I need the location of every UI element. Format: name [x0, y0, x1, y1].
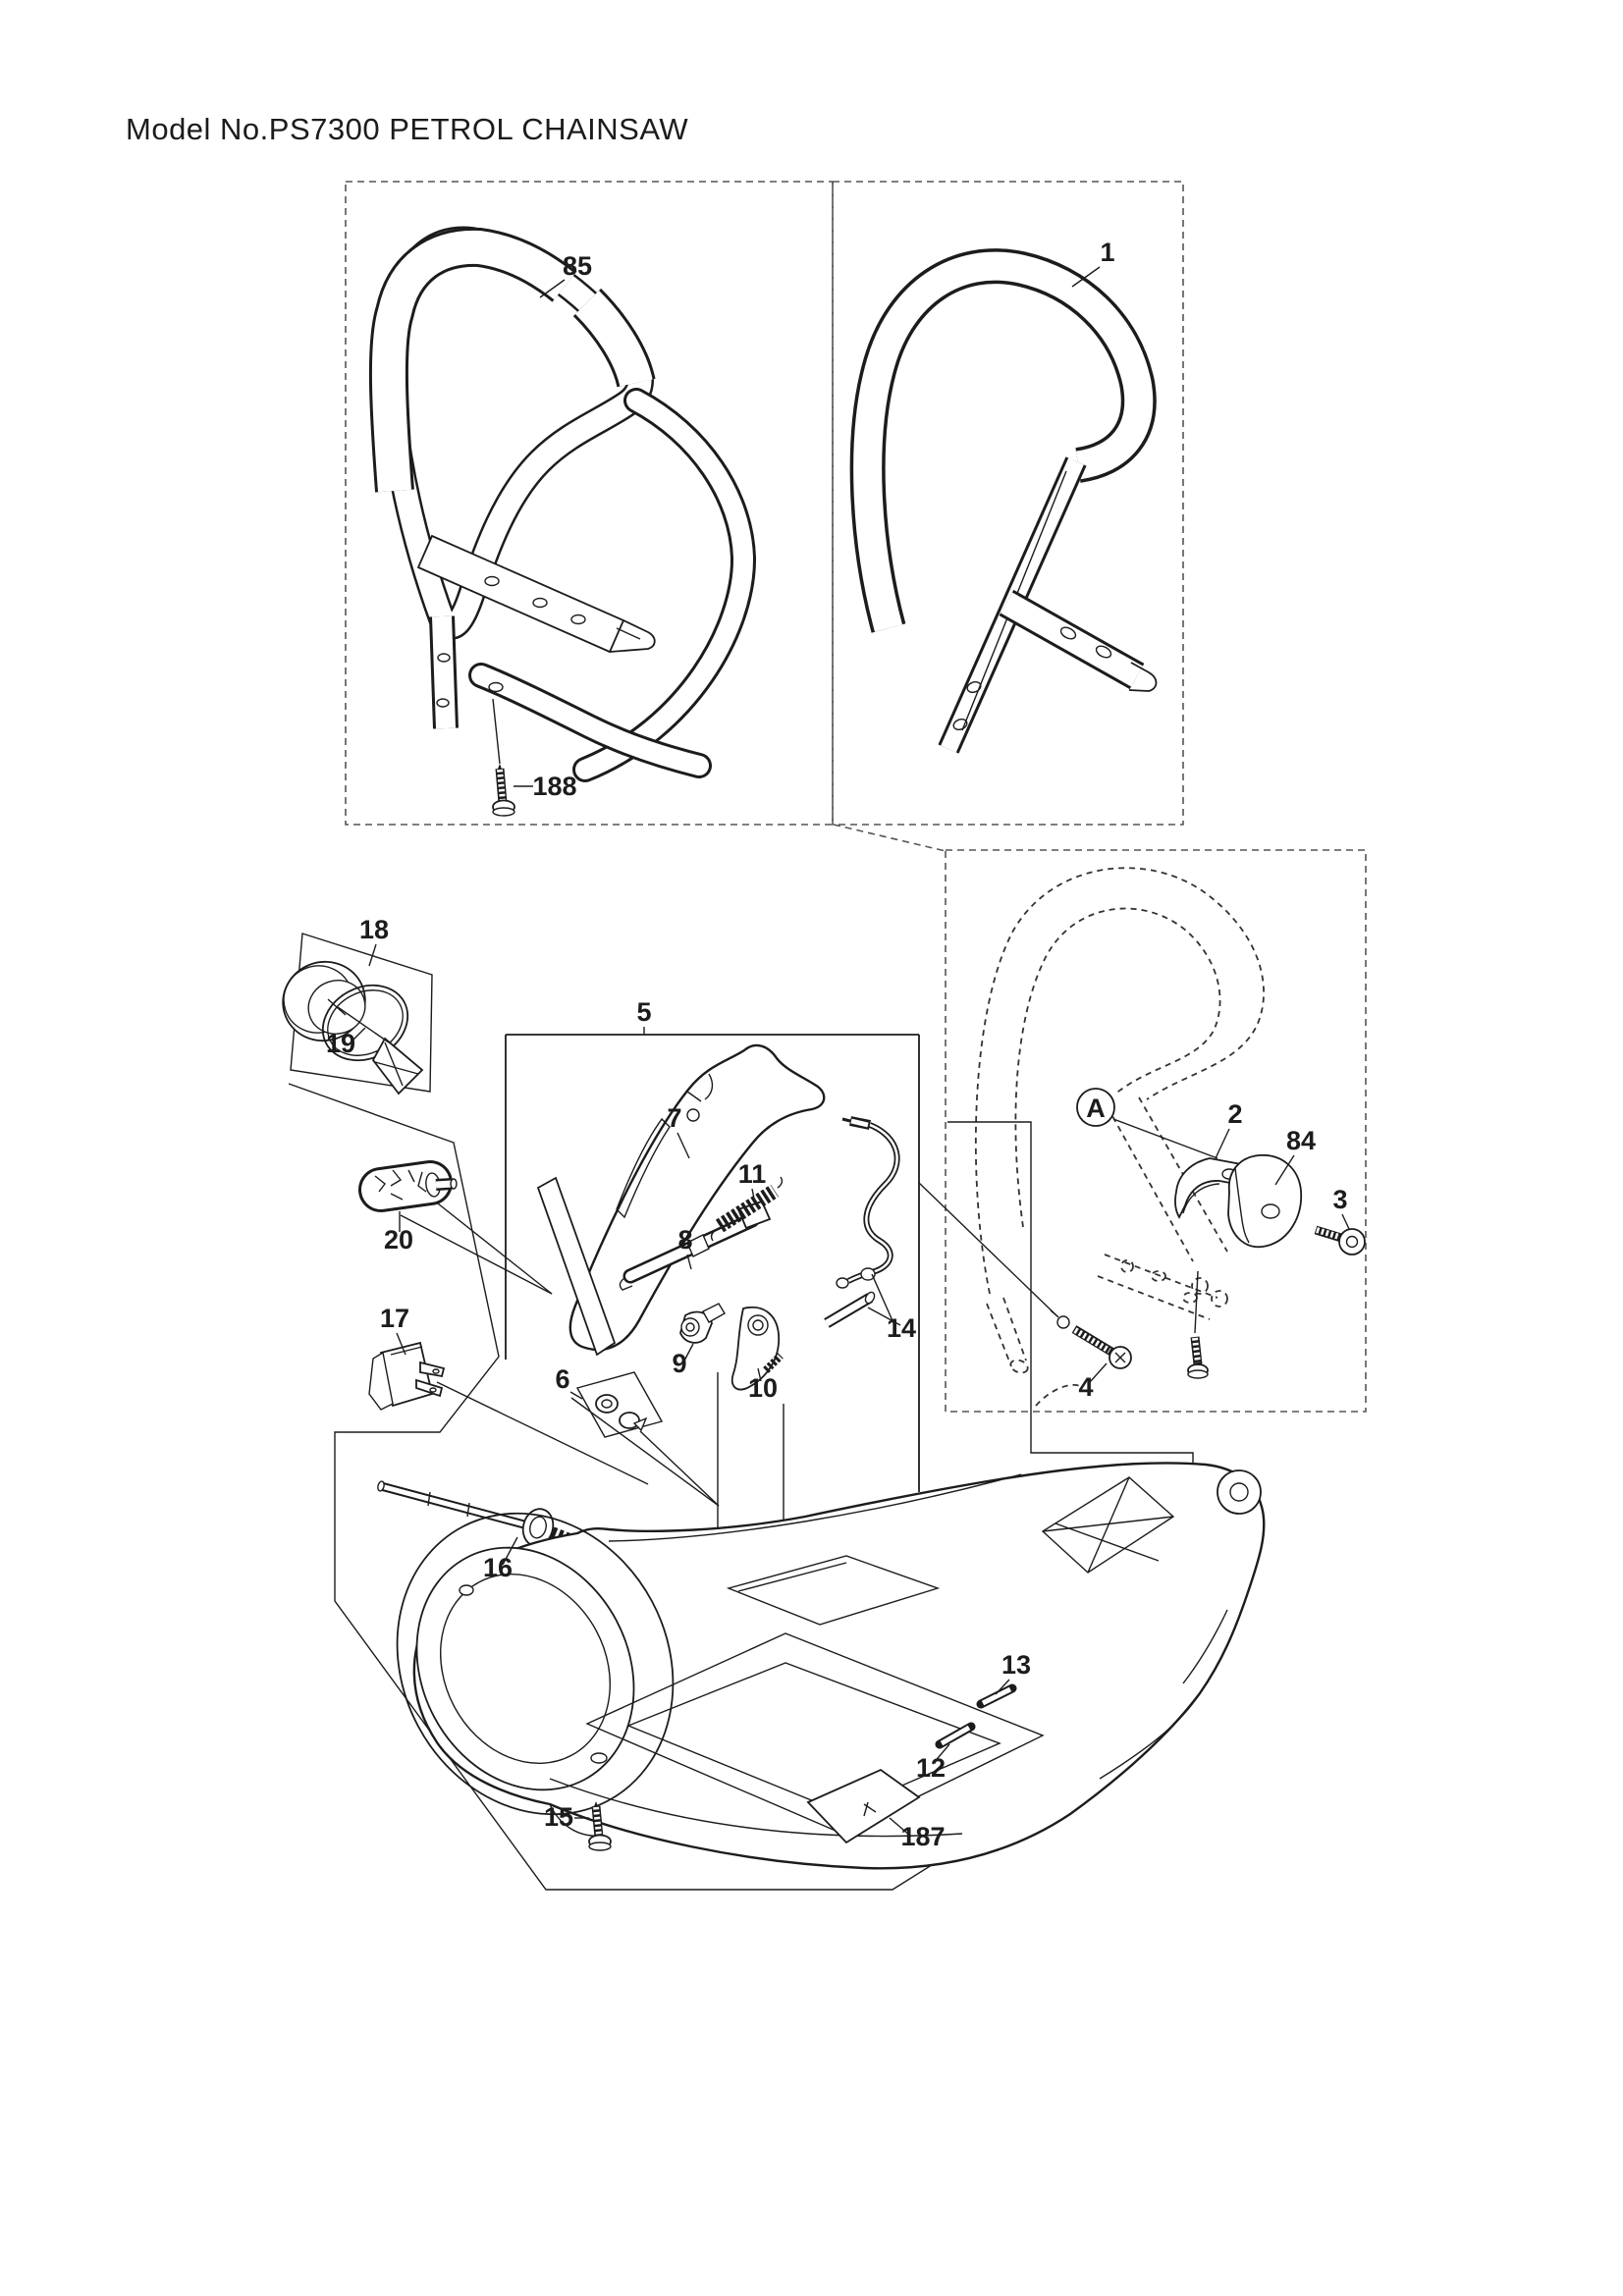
spring-11: [710, 1176, 784, 1242]
part-label-20: 20: [384, 1225, 413, 1255]
group-box-5: [505, 1034, 920, 1492]
handle-1-drawing: [849, 248, 1158, 754]
fuel-filter-20: [358, 1160, 458, 1212]
group-box-handle-85: [345, 181, 834, 826]
part-label-19: 19: [326, 1029, 355, 1058]
group-outline-lower: [288, 1083, 1194, 1891]
detail-marker-a: A: [1076, 1088, 1218, 1159]
pin-13: [976, 1683, 1017, 1709]
part-label-4: 4: [1078, 1372, 1093, 1402]
part-label-11: 11: [738, 1159, 767, 1189]
part-label-2: 2: [1227, 1099, 1242, 1129]
part-label-5: 5: [636, 997, 651, 1027]
part-label-187: 187: [900, 1822, 945, 1851]
part-label-9: 9: [672, 1349, 686, 1378]
part-label-10: 10: [748, 1373, 778, 1403]
part-label-14: 14: [887, 1313, 916, 1343]
part-label-17: 17: [380, 1304, 409, 1333]
part-label-7: 7: [667, 1103, 681, 1133]
main-housing: [396, 1462, 1266, 1870]
part-label-18: 18: [359, 915, 389, 944]
part-label-3: 3: [1332, 1185, 1347, 1214]
pin-12: [935, 1722, 976, 1749]
cover-part-84: [1227, 1154, 1302, 1249]
detail-marker-a-label: A: [1086, 1094, 1106, 1123]
grommets-6: [575, 1371, 664, 1438]
part-label-85: 85: [563, 251, 592, 281]
label-leader-lines: [350, 266, 1350, 1837]
part-label-13: 13: [1001, 1650, 1031, 1680]
part-label-12: 12: [916, 1753, 946, 1783]
screw-188: [492, 698, 515, 817]
part-label-84: 84: [1286, 1126, 1316, 1155]
handle-85-drawing: [368, 226, 757, 782]
caution-label-187: [806, 1768, 921, 1844]
detail-box-a: [945, 849, 1367, 1413]
screw-4: [1050, 1309, 1132, 1369]
part-label-6: 6: [555, 1364, 569, 1394]
switch-17: [368, 1341, 446, 1411]
part-labels: 85 1 188 18 19 5 20 17 7 11 8 9 10 6 14 …: [326, 238, 1348, 1851]
throttle-trigger-10: [730, 1306, 784, 1391]
screw-detail-center: [1187, 1270, 1209, 1379]
screw-3: [1314, 1225, 1366, 1255]
page-title: Model No.PS7300 PETROL CHAINSAW: [126, 112, 688, 146]
hand-guard-7: [536, 1043, 826, 1357]
part-label-188: 188: [532, 772, 576, 801]
part-label-1: 1: [1100, 238, 1114, 267]
throttle-cable-14: [824, 1116, 900, 1328]
lock-lever-9: [679, 1303, 726, 1344]
connector-to-detail-box: [833, 824, 947, 852]
part-label-16: 16: [483, 1553, 513, 1582]
screw-15: [588, 1801, 612, 1851]
part-label-15: 15: [544, 1802, 573, 1832]
part-label-8: 8: [677, 1225, 692, 1255]
group-box-handle-1: [832, 181, 1184, 826]
tank-cap-18-19: [282, 960, 424, 1095]
ghost-handle-dashed: [974, 867, 1265, 1407]
